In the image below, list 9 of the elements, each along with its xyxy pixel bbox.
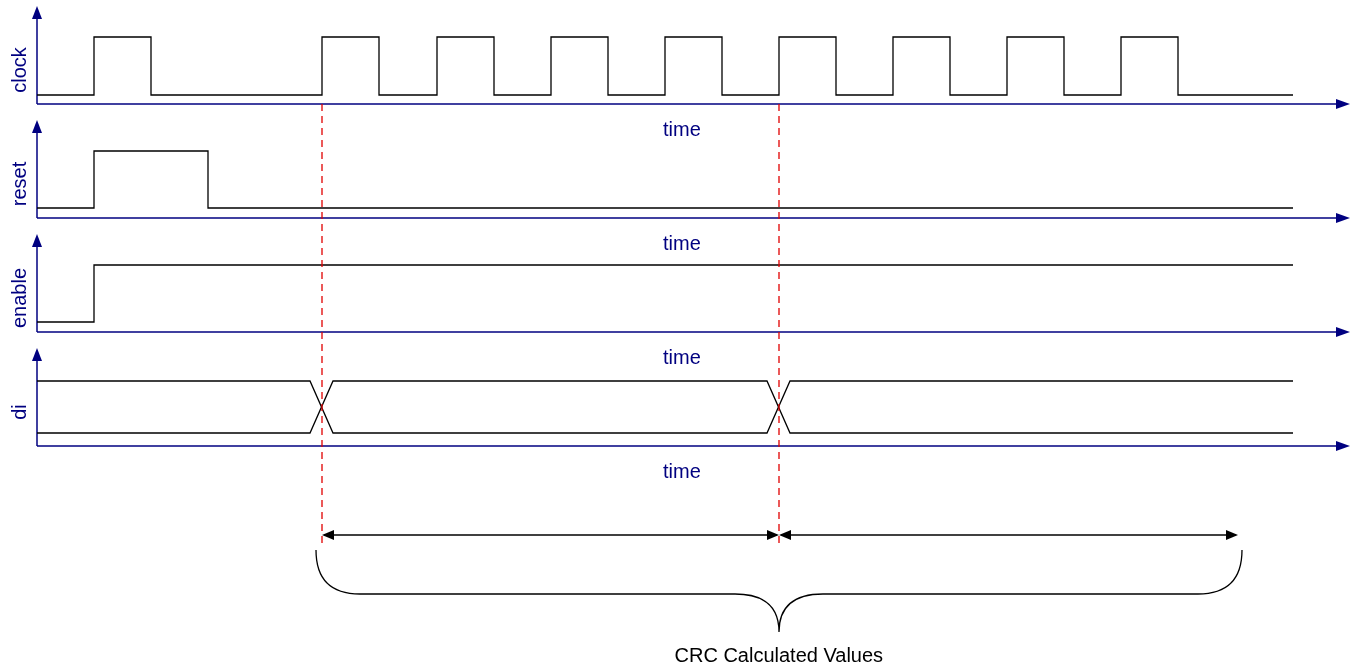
axis-label: time: [663, 232, 701, 254]
brace-caption: CRC Calculated Values: [674, 644, 884, 666]
axis-label: time: [663, 118, 701, 140]
axis-label: time: [663, 460, 701, 482]
axis-label: time: [663, 346, 701, 368]
signal-name: enable: [8, 267, 31, 329]
signal-name: di: [7, 404, 30, 420]
signal-name: reset: [8, 161, 31, 207]
signal-name: clock: [7, 47, 30, 93]
